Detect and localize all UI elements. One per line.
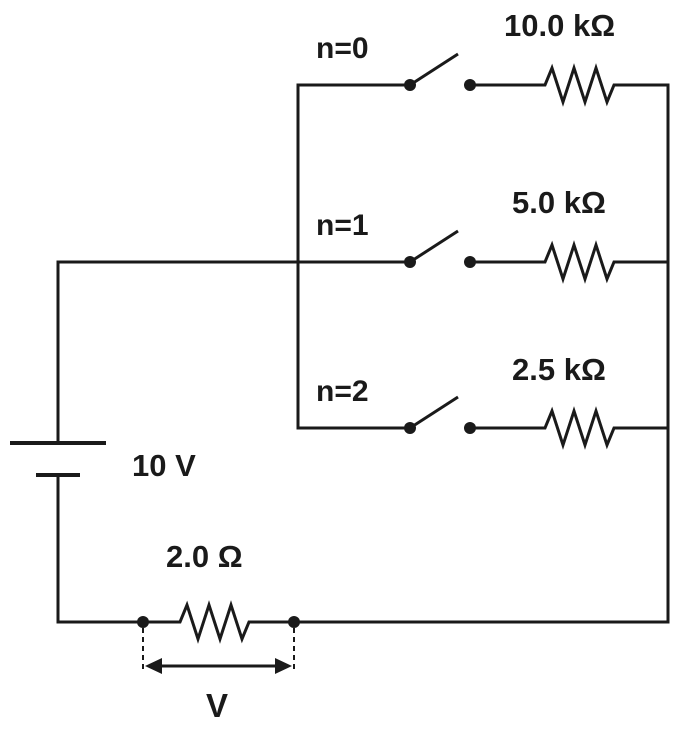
- resistor-branch1: [532, 240, 620, 284]
- measure-arrow-left-head: [145, 658, 162, 674]
- switch-n2-contact: [464, 422, 476, 434]
- resistor-branch0: [532, 63, 620, 107]
- battery: [10, 441, 106, 477]
- battery-label: 10 V: [132, 448, 196, 483]
- measure-arrow-right-head: [275, 658, 292, 674]
- resistor-branch2: [532, 406, 620, 450]
- resistance-label-branch1: 5.0 kΩ: [512, 185, 606, 220]
- voltage-measurement: [137, 616, 300, 674]
- switch-n1-contact: [464, 256, 476, 268]
- switches: [404, 52, 476, 434]
- labels: n=0 n=1 n=2 10.0 kΩ 5.0 kΩ 2.5 kΩ 10 V 2…: [132, 8, 615, 724]
- resistance-label-branch2: 2.5 kΩ: [512, 352, 606, 387]
- switch-n2-blade: [409, 395, 459, 430]
- switch-label-n1: n=1: [316, 209, 369, 242]
- switch-label-n0: n=0: [316, 32, 369, 65]
- switch-n2-pivot: [404, 422, 416, 434]
- switch-label-n2: n=2: [316, 375, 369, 408]
- switch-n1-pivot: [404, 256, 416, 268]
- switch-n0-pivot: [404, 79, 416, 91]
- resistance-label-branch0: 10.0 kΩ: [504, 8, 615, 43]
- voltage-label: V: [206, 687, 228, 724]
- resistor-series: [172, 600, 260, 644]
- switch-n0-contact: [464, 79, 476, 91]
- switch-n0-blade: [409, 52, 459, 87]
- resistors: [172, 63, 620, 644]
- series-resistor-label: 2.0 Ω: [166, 539, 243, 574]
- switch-n1-blade: [409, 229, 459, 264]
